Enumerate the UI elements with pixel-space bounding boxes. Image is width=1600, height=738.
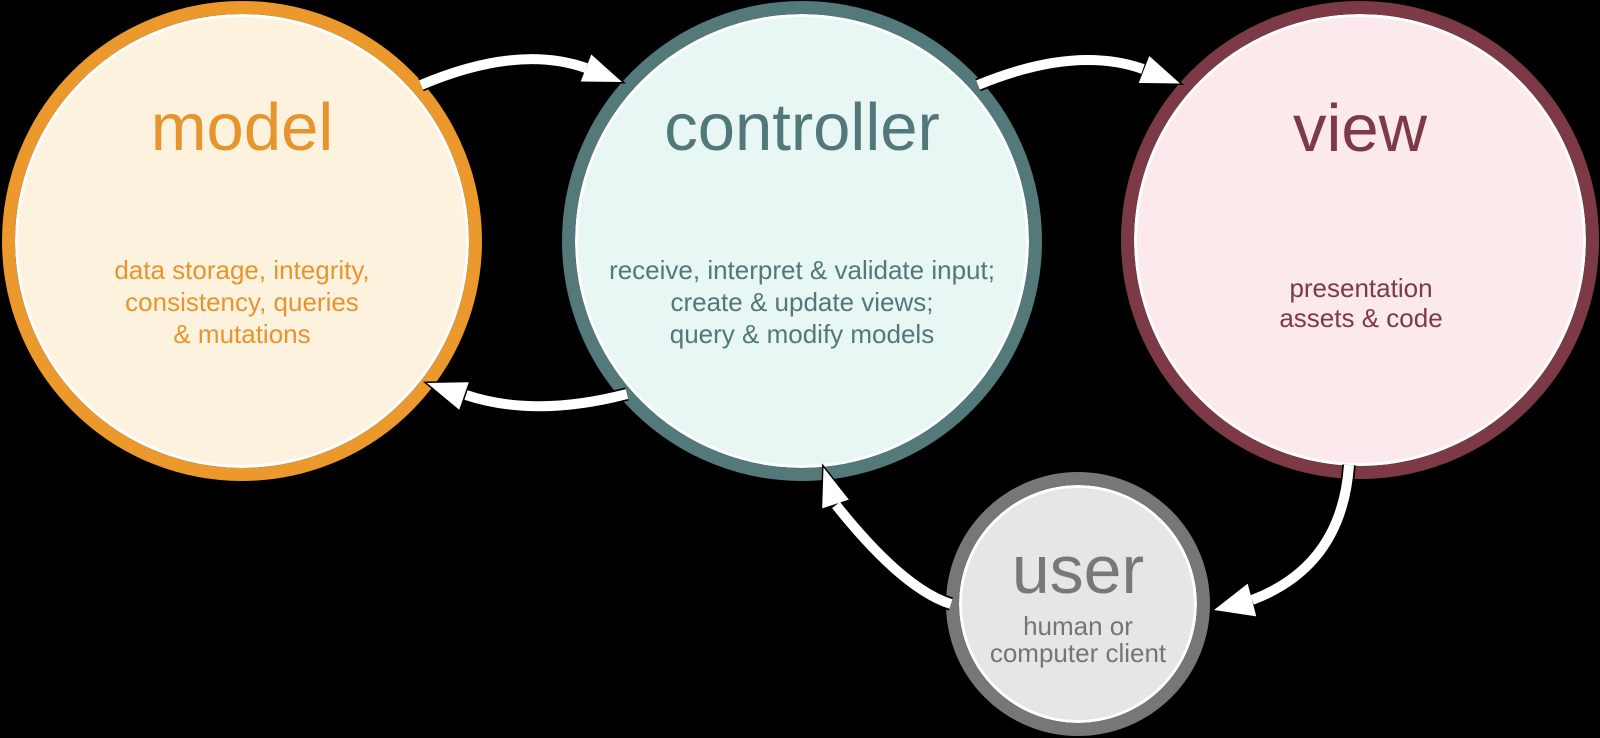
svg-text:create & update views;: create & update views; bbox=[670, 287, 933, 317]
svg-text:consistency, queries: consistency, queries bbox=[125, 287, 359, 317]
svg-text:presentation: presentation bbox=[1289, 273, 1432, 303]
svg-text:assets & code: assets & code bbox=[1279, 303, 1442, 333]
svg-text:data storage, integrity,: data storage, integrity, bbox=[114, 255, 369, 285]
svg-text:user: user bbox=[1012, 532, 1144, 608]
svg-text:human or: human or bbox=[1023, 611, 1133, 641]
svg-text:receive, interpret & validate: receive, interpret & validate input; bbox=[609, 255, 995, 285]
svg-text:query & modify models: query & modify models bbox=[670, 319, 934, 349]
svg-text:controller: controller bbox=[664, 90, 940, 165]
svg-text:computer client: computer client bbox=[990, 638, 1167, 668]
svg-text:view: view bbox=[1293, 91, 1428, 166]
svg-text:model: model bbox=[151, 90, 333, 165]
svg-text:& mutations: & mutations bbox=[173, 319, 310, 349]
